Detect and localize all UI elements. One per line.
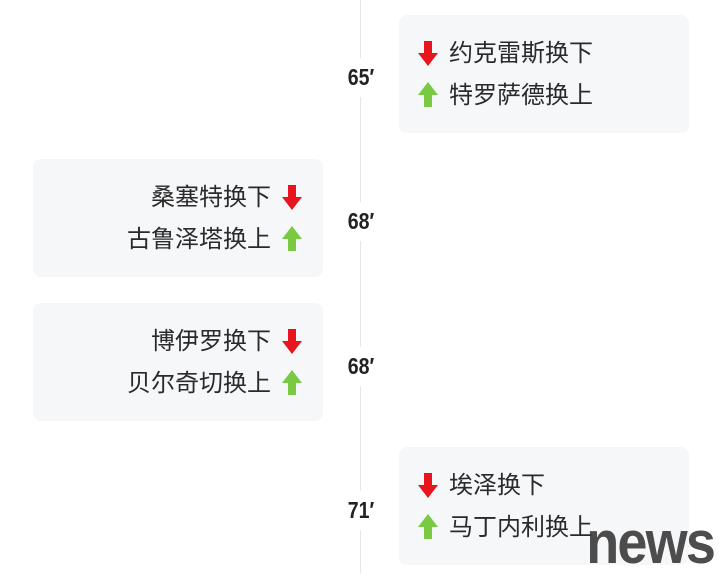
sub-in-row: 特罗萨德换上 <box>417 78 689 112</box>
sub-out-row: 埃泽换下 <box>417 468 689 502</box>
minute-label: 65′ <box>339 58 383 97</box>
sub-out-row: 博伊罗换下 <box>151 324 303 358</box>
arrow-up-icon <box>282 226 302 251</box>
player-out: 桑塞特换下 <box>151 183 271 211</box>
substitution-card: 博伊罗换下 贝尔奇切换上 <box>33 303 323 421</box>
player-in: 马丁内利换上 <box>449 513 593 541</box>
player-out: 埃泽换下 <box>449 471 545 499</box>
player-out: 博伊罗换下 <box>151 327 271 355</box>
minute-label: 68′ <box>339 347 383 386</box>
sub-in-row: 贝尔奇切换上 <box>127 366 303 400</box>
sub-in-row: 马丁内利换上 <box>417 510 689 544</box>
arrow-up-icon <box>282 370 302 395</box>
timeline-line <box>360 0 361 573</box>
player-in: 古鲁泽塔换上 <box>127 225 271 253</box>
minute-label: 71′ <box>339 491 383 530</box>
sub-out-row: 桑塞特换下 <box>151 180 303 214</box>
substitution-card: 埃泽换下 马丁内利换上 <box>399 447 689 565</box>
arrow-down-icon <box>418 41 438 66</box>
watermark-logo: news <box>586 509 716 576</box>
arrow-down-icon <box>282 329 302 354</box>
arrow-up-icon <box>418 514 438 539</box>
arrow-down-icon <box>418 473 438 498</box>
player-in: 贝尔奇切换上 <box>127 369 271 397</box>
player-out: 约克雷斯换下 <box>449 39 593 67</box>
substitution-card: 桑塞特换下 古鲁泽塔换上 <box>33 159 323 277</box>
player-in: 特罗萨德换上 <box>449 81 593 109</box>
arrow-down-icon <box>282 185 302 210</box>
arrow-up-icon <box>418 82 438 107</box>
minute-label: 68′ <box>339 202 383 241</box>
substitution-card: 约克雷斯换下 特罗萨德换上 <box>399 15 689 133</box>
sub-out-row: 约克雷斯换下 <box>417 36 689 70</box>
sub-in-row: 古鲁泽塔换上 <box>127 222 303 256</box>
